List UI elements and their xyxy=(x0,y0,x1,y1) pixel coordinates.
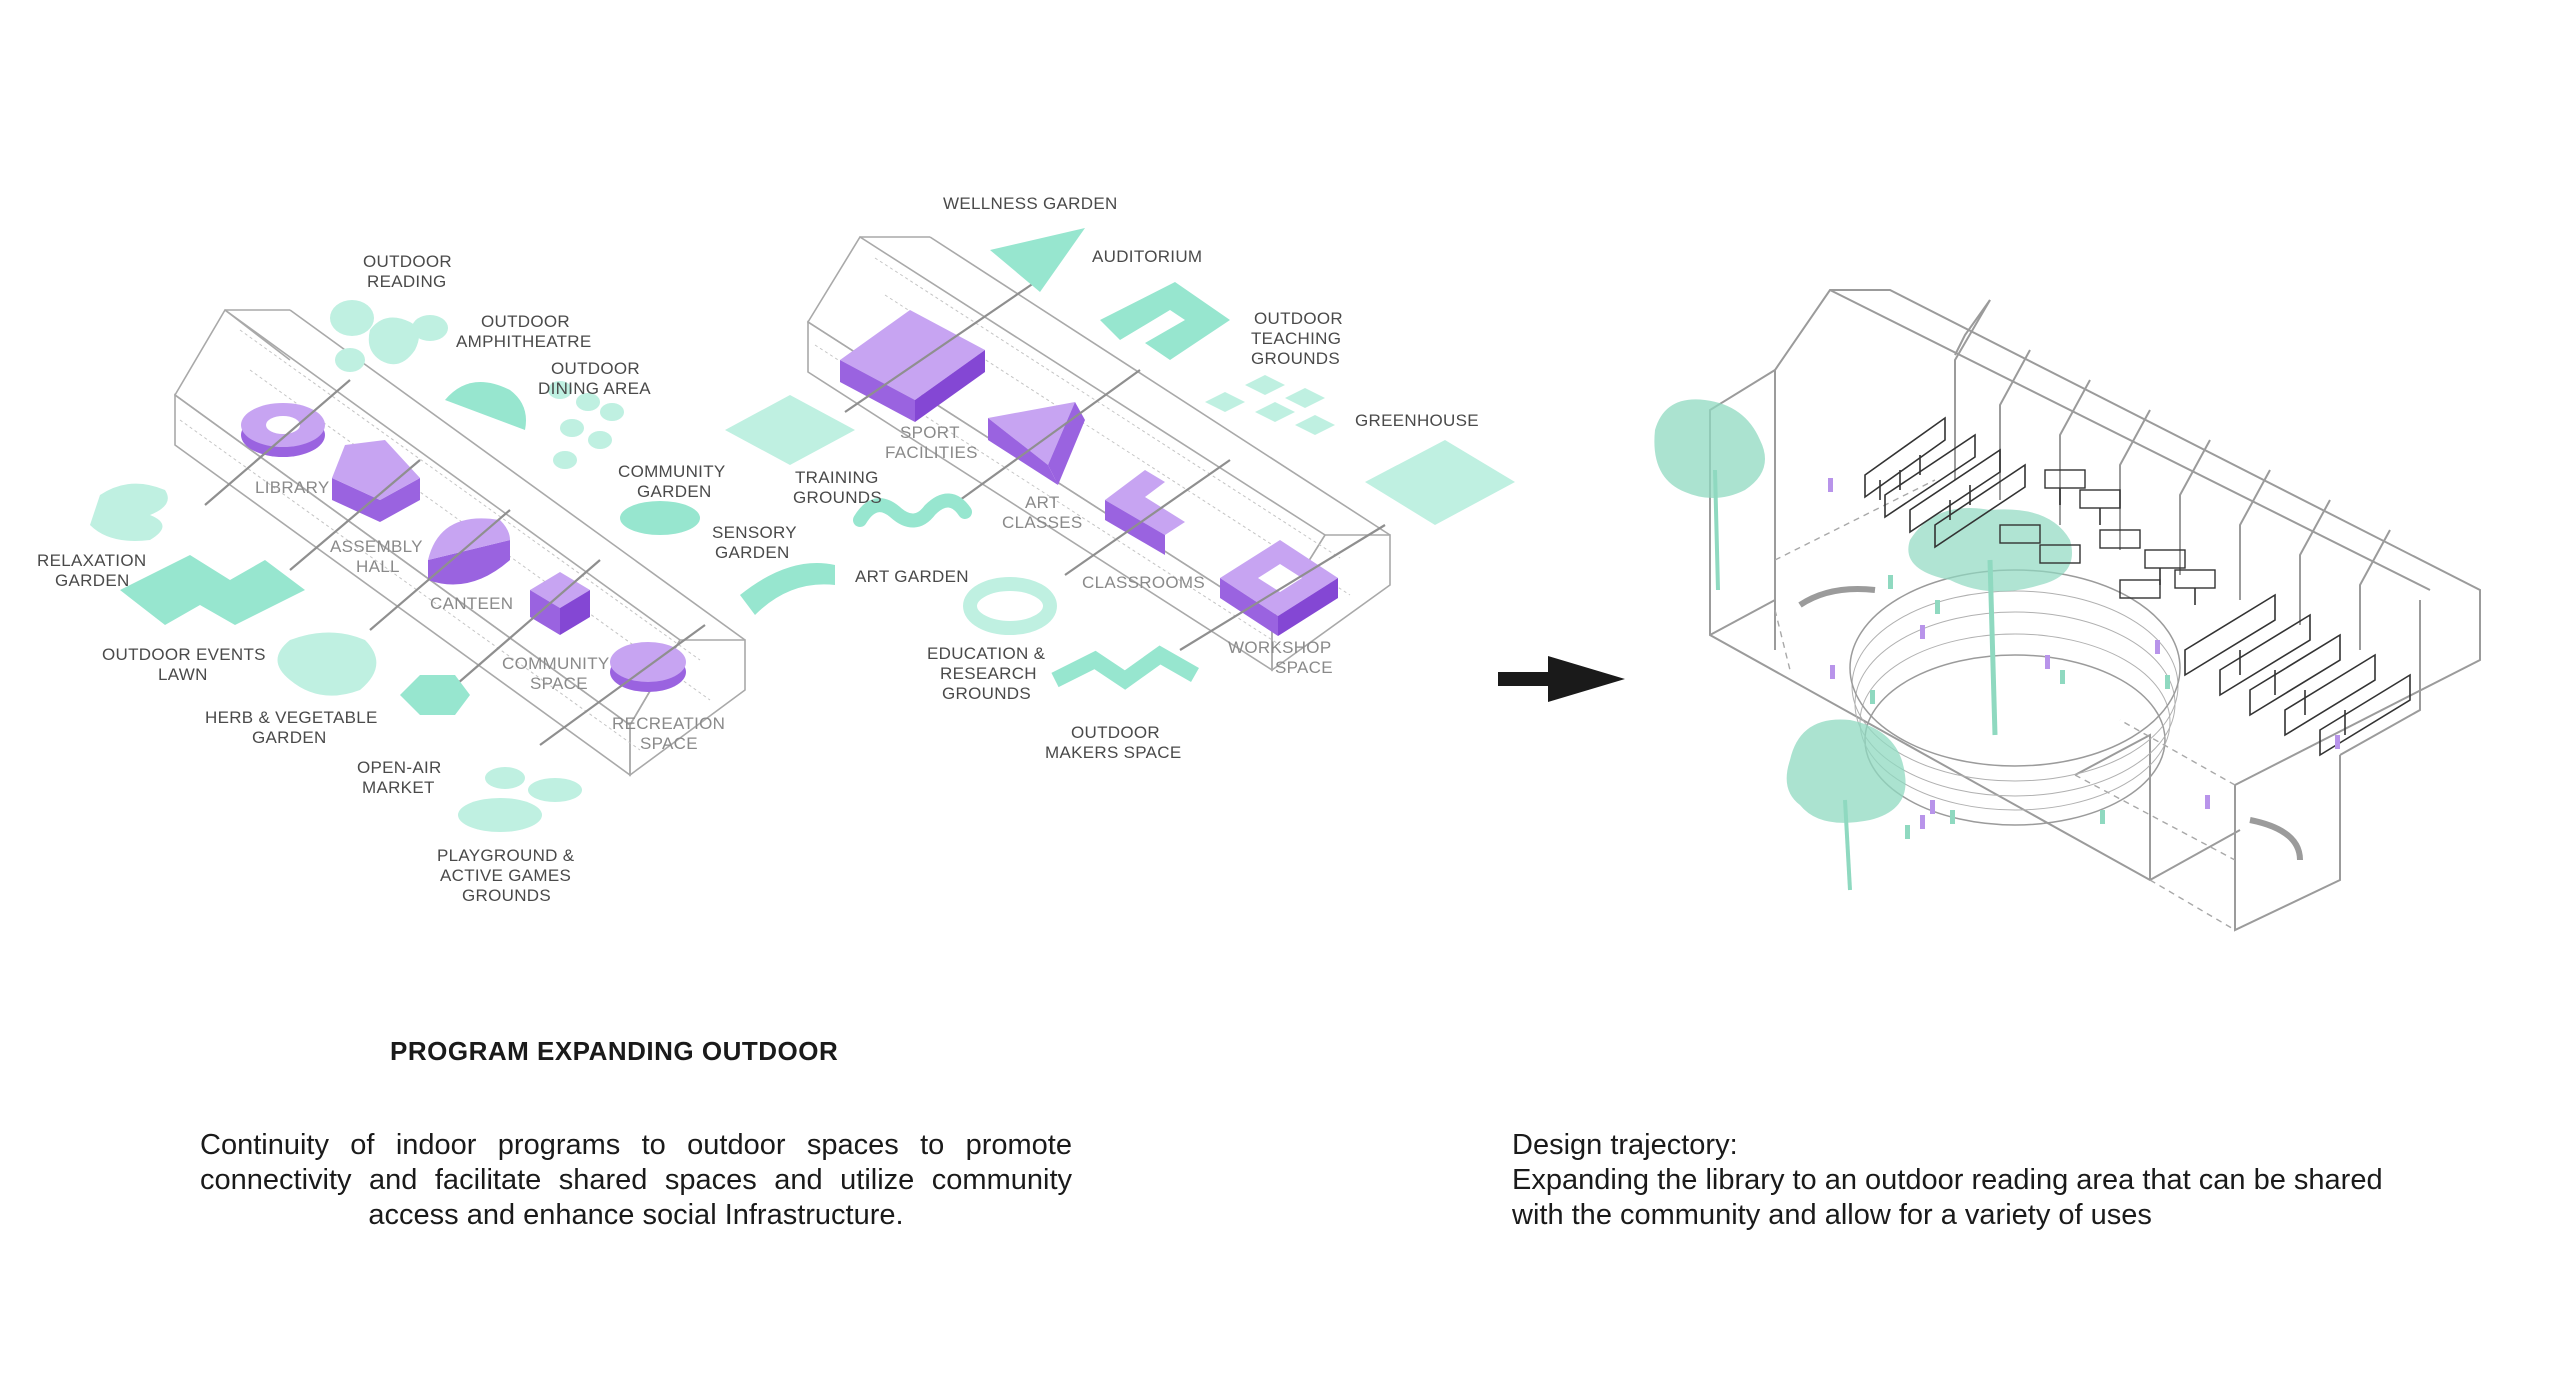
label-assembly-hall-2: HALL xyxy=(356,557,400,576)
design-trajectory-description: Expanding the library to an outdoor read… xyxy=(1512,1164,2383,1231)
left-program-model: LIBRARY ASSEMBLY HALL CANTEEN COMMUNITY … xyxy=(37,252,835,905)
label-outdoor-makers-1: OUTDOOR xyxy=(1071,723,1160,742)
label-playground-1: PLAYGROUND & xyxy=(437,846,575,865)
label-herb-garden-2: GARDEN xyxy=(252,728,327,747)
label-outdoor-dining-2: DINING AREA xyxy=(538,379,651,398)
label-workshop-2: SPACE xyxy=(1275,658,1333,677)
label-open-air-market-2: MARKET xyxy=(362,778,435,797)
label-community-garden-2: GARDEN xyxy=(637,482,712,501)
label-sensory-garden-2: GARDEN xyxy=(715,543,790,562)
label-community-space-1: COMMUNITY xyxy=(502,654,610,673)
label-training-grounds-2: GROUNDS xyxy=(793,488,882,507)
classrooms-volume xyxy=(1105,470,1185,555)
label-canteen: CANTEEN xyxy=(430,594,513,613)
label-outdoor-events-1: OUTDOOR EVENTS xyxy=(102,645,266,664)
reading-tables xyxy=(1999,469,2216,605)
label-relaxation-garden-2: GARDEN xyxy=(55,571,130,590)
right-indoor-labels: SPORT FACILITIES ART CLASSES CLASSROOMS … xyxy=(885,423,1333,677)
left-outdoor-labels: OUTDOOR READING OUTDOOR AMPHITHEATRE OUT… xyxy=(37,252,797,905)
label-workshop-1: WORKSHOP xyxy=(1228,638,1331,657)
bookshelves-right xyxy=(2184,593,2411,757)
label-outdoor-makers-2: MAKERS SPACE xyxy=(1045,743,1182,762)
label-outdoor-events-2: LAWN xyxy=(158,665,208,684)
label-relaxation-garden-1: RELAXATION xyxy=(37,551,146,570)
left-program-arrows xyxy=(204,379,706,746)
label-outdoor-amphitheatre-1: OUTDOOR xyxy=(481,312,570,331)
library-axonometric-drawing xyxy=(1654,289,2481,932)
library-volume xyxy=(241,403,325,457)
label-sensory-garden-1: SENSORY xyxy=(712,523,797,542)
label-art-classes-2: CLASSES xyxy=(1002,513,1083,532)
label-outdoor-teaching-2: TEACHING xyxy=(1251,329,1341,348)
label-education-2: RESEARCH xyxy=(940,664,1037,683)
tree-bottom xyxy=(1786,719,1906,891)
left-indoor-labels: LIBRARY ASSEMBLY HALL CANTEEN COMMUNITY … xyxy=(255,478,725,753)
right-program-model: SPORT FACILITIES ART CLASSES CLASSROOMS … xyxy=(725,194,1515,762)
art-classes-volume xyxy=(988,402,1085,485)
label-playground-3: GROUNDS xyxy=(462,886,551,905)
label-open-air-market-1: OPEN-AIR xyxy=(357,758,442,777)
label-art-classes-1: ART xyxy=(1025,493,1060,512)
label-library: LIBRARY xyxy=(255,478,330,497)
label-sport-facilities-1: SPORT xyxy=(900,423,960,442)
label-outdoor-reading-2: READING xyxy=(367,272,447,291)
assembly-hall-volume xyxy=(332,440,420,522)
label-outdoor-reading-1: OUTDOOR xyxy=(363,252,452,271)
people xyxy=(1828,478,2340,839)
label-art-garden: ART GARDEN xyxy=(855,567,969,586)
label-playground-2: ACTIVE GAMES xyxy=(440,866,571,885)
label-assembly-hall-1: ASSEMBLY xyxy=(330,537,423,556)
label-outdoor-amphitheatre-2: AMPHITHEATRE xyxy=(456,332,592,351)
label-sport-facilities-2: FACILITIES xyxy=(885,443,978,462)
diagram-heading: PROGRAM EXPANDING OUTDOOR xyxy=(390,1036,839,1066)
community-space-volume xyxy=(530,572,590,635)
label-outdoor-teaching-1: OUTDOOR xyxy=(1254,309,1343,328)
label-community-space-2: SPACE xyxy=(530,674,588,693)
label-outdoor-dining-1: OUTDOOR xyxy=(551,359,640,378)
design-trajectory-title: Design trajectory: xyxy=(1512,1129,1738,1161)
label-outdoor-teaching-3: GROUNDS xyxy=(1251,349,1340,368)
label-auditorium: AUDITORIUM xyxy=(1092,247,1202,266)
tree-left xyxy=(1654,399,1765,591)
right-program-arrows xyxy=(844,271,1386,651)
program-description: Continuity of indoor programs to outdoor… xyxy=(200,1129,1072,1231)
workshop-space-volume xyxy=(1220,540,1338,636)
benches xyxy=(1798,586,2303,861)
label-classrooms: CLASSROOMS xyxy=(1082,573,1205,592)
right-outdoor-shapes xyxy=(725,228,1515,690)
bookshelves-left xyxy=(1864,416,2026,549)
label-herb-garden-1: HERB & VEGETABLE xyxy=(205,708,378,727)
label-greenhouse: GREENHOUSE xyxy=(1355,411,1479,430)
label-education-3: GROUNDS xyxy=(942,684,1031,703)
label-education-1: EDUCATION & xyxy=(927,644,1046,663)
canteen-volume xyxy=(428,518,510,585)
label-recreation-space-1: RECREATION xyxy=(612,714,725,733)
tree-center xyxy=(1908,508,2072,736)
label-recreation-space-2: SPACE xyxy=(640,734,698,753)
label-community-garden-1: COMMUNITY xyxy=(618,462,726,481)
left-outdoor-shapes xyxy=(90,300,835,832)
label-wellness-garden: WELLNESS GARDEN xyxy=(943,194,1118,213)
label-training-grounds-1: TRAINING xyxy=(795,468,879,487)
trajectory-arrow xyxy=(1498,656,1625,702)
right-outdoor-labels: WELLNESS GARDEN AUDITORIUM OUTDOOR TEACH… xyxy=(793,194,1479,762)
